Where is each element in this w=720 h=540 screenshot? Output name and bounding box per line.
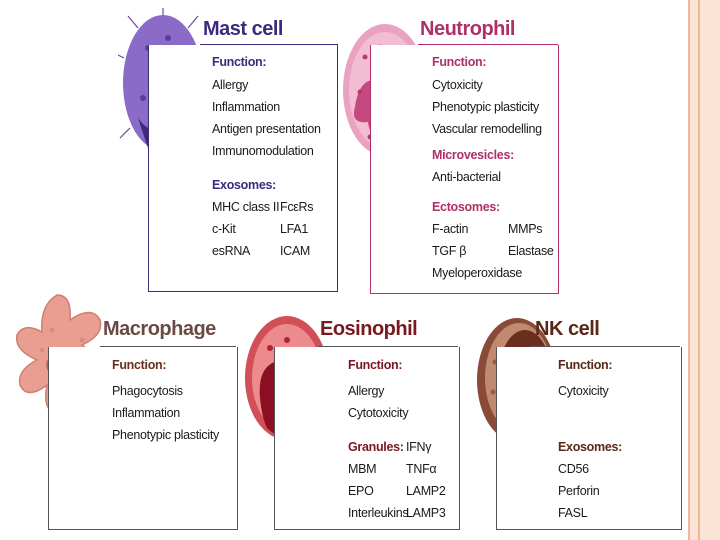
macrophage-title: Macrophage (103, 318, 216, 340)
nk-cell-panel (496, 347, 682, 530)
mast-exosome-item: c-Kit (212, 222, 236, 236)
eosinophil-granule-item: Interleukins (348, 506, 409, 520)
nk-exosome-item: CD56 (558, 462, 589, 476)
mast-cell-panel (148, 45, 338, 292)
macrophage-function-item: Inflammation (112, 406, 180, 420)
nk-function-item: Cytoxicity (558, 384, 609, 398)
mast-function-item: Inflammation (212, 100, 280, 114)
eosinophil-function-item: Cytotoxicity (348, 406, 409, 420)
macrophage-function-item: Phenotypic plasticity (112, 428, 219, 442)
eosinophil-granule-item: LAMP3 (406, 506, 446, 520)
eosinophil-granules-heading: Granules: (348, 440, 404, 454)
mast-function-item: Allergy (212, 78, 249, 92)
neutrophil-microvesicle-item: Anti-bacterial (432, 170, 501, 184)
mast-exosome-item: esRNA (212, 244, 251, 258)
nk-exosome-item: FASL (558, 506, 588, 520)
neutrophil-panel (370, 45, 559, 294)
mast-exosomes-heading: Exosomes: (212, 178, 276, 192)
macrophage-panel (48, 347, 238, 530)
neutrophil-function-item: Vascular remodelling (432, 122, 542, 136)
nk-exosome-item: Perforin (558, 484, 600, 498)
mast-exosome-item: FcεRs (280, 200, 314, 214)
neutrophil-ectosomes-heading: Ectosomes: (432, 200, 500, 214)
neutrophil-microvesicles-heading: Microvesicles: (432, 148, 514, 162)
neutrophil-function-item: Cytoxicity (432, 78, 483, 92)
neutrophil-title: Neutrophil (420, 18, 516, 40)
eosinophil-granule-item: EPO (348, 484, 374, 498)
macrophage-function-heading: Function: (112, 358, 167, 372)
mast-cell-title: Mast cell (203, 18, 283, 40)
eosinophil-granule-item: LAMP2 (406, 484, 446, 498)
neutrophil-function-item: Phenotypic plasticity (432, 100, 539, 114)
macrophage-function-item: Phagocytosis (112, 384, 183, 398)
nk-function-heading: Function: (558, 358, 613, 372)
mast-exosome-item: LFA1 (280, 222, 308, 236)
mast-function-heading: Function: (212, 55, 267, 69)
eosinophil-function-heading: Function: (348, 358, 403, 372)
eosinophil-granule-item: IFNγ (406, 440, 432, 454)
eosinophil-title: Eosinophil (320, 318, 418, 340)
eosinophil-function-item: Allergy (348, 384, 385, 398)
eosinophil-granule-item: TNFα (406, 462, 437, 476)
mast-function-item: Antigen presentation (212, 122, 321, 136)
eosinophil-panel (274, 347, 460, 530)
slide-border (688, 0, 720, 540)
neutrophil-ectosome-item: TGF β (432, 244, 467, 258)
nk-exosomes-heading: Exosomes: (558, 440, 622, 454)
neutrophil-ectosome-item: Elastase (508, 244, 554, 258)
mast-exosome-item: ICAM (280, 244, 311, 258)
neutrophil-ectosome-item: F-actin (432, 222, 469, 236)
mast-exosome-item: MHC class II (212, 200, 280, 214)
eosinophil-granule-item: MBM (348, 462, 377, 476)
neutrophil-ectosome-item: Myeloperoxidase (432, 266, 522, 280)
nk-cell-title: NK cell (535, 318, 600, 340)
neutrophil-ectosome-item: MMPs (508, 222, 543, 236)
mast-function-item: Immunomodulation (212, 144, 314, 158)
neutrophil-function-heading: Function: (432, 55, 487, 69)
